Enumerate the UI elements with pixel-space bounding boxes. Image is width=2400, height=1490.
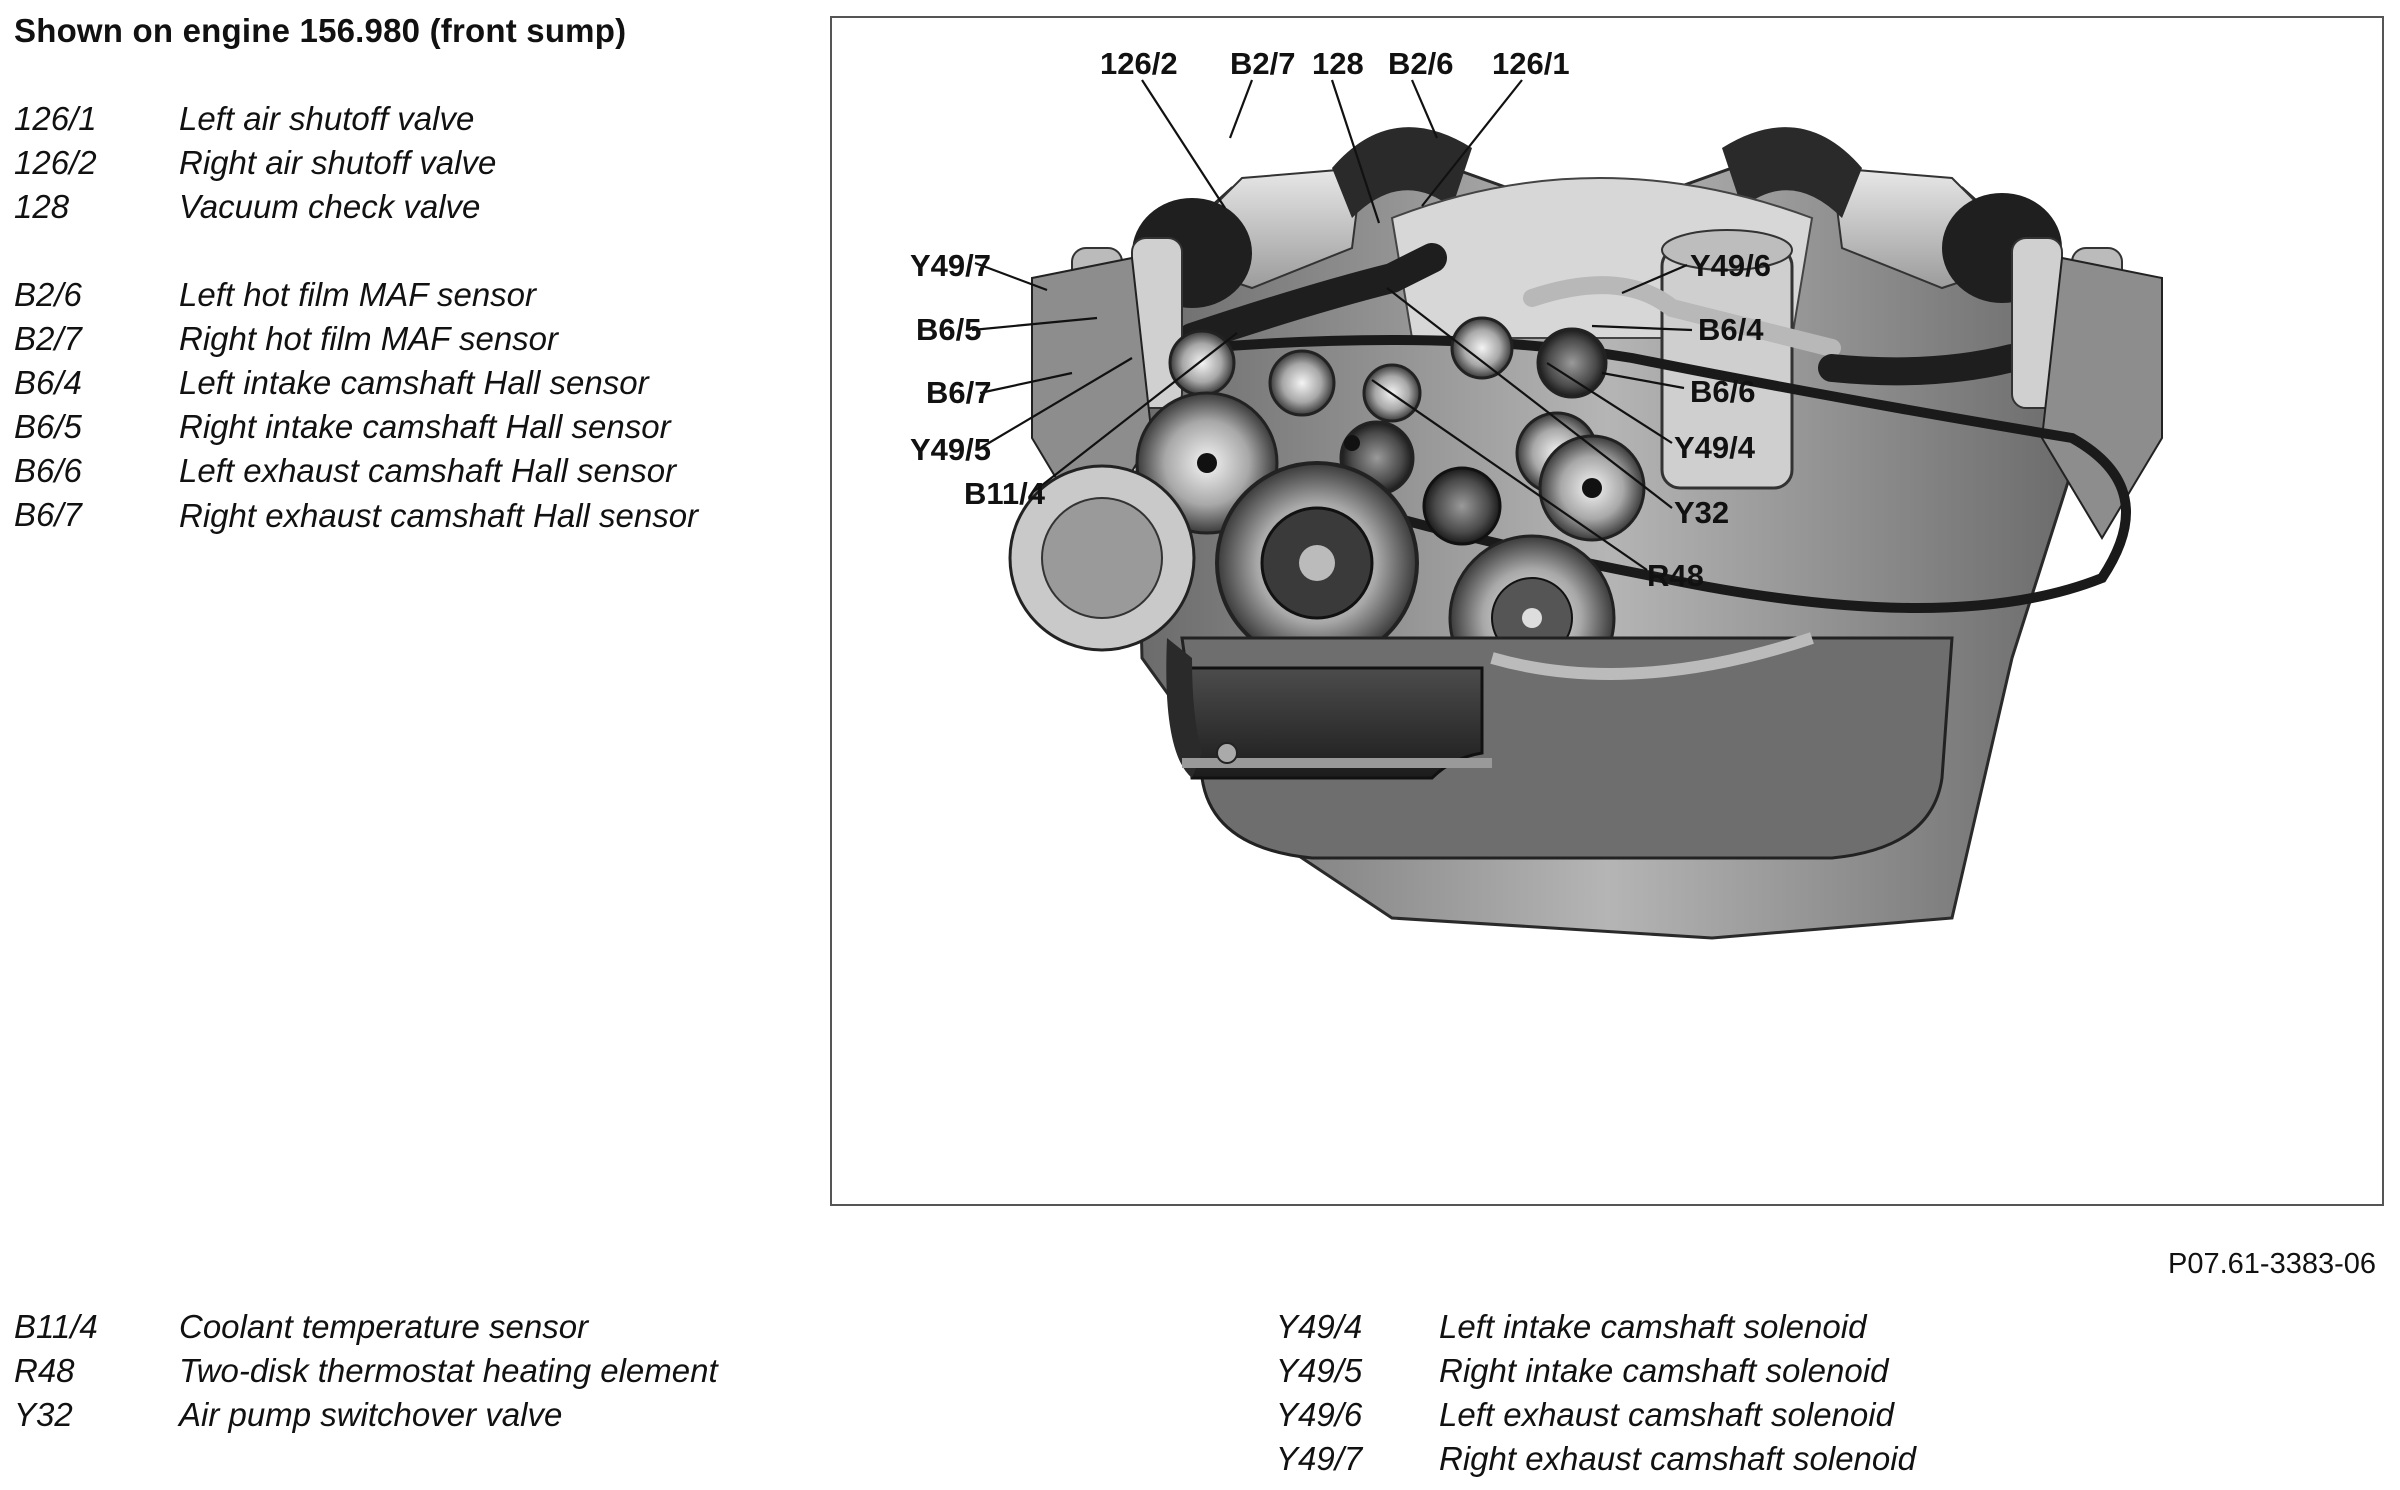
legend-desc: Left intake camshaft Hall sensor — [179, 364, 649, 401]
legend-code: B2/7 — [14, 320, 82, 357]
legend-desc: Right intake camshaft solenoid — [1439, 1352, 1889, 1389]
callout-128: 128 — [1312, 46, 1364, 81]
leader-Y32 — [1386, 287, 1673, 509]
legend-code: B6/7 — [14, 496, 82, 533]
callout-B2-7: B2/7 — [1230, 46, 1295, 81]
page-title: Shown on engine 156.980 (front sump) — [14, 12, 627, 49]
legend-code: R48 — [14, 1352, 75, 1389]
legend-code: B11/4 — [14, 1308, 98, 1345]
legend-desc: Right air shutoff valve — [179, 144, 497, 181]
legend-code: 126/1 — [14, 100, 97, 137]
legend-desc: Left exhaust camshaft solenoid — [1439, 1396, 1894, 1433]
legend-code: B6/5 — [14, 408, 82, 445]
leader-126-2 — [1141, 79, 1226, 209]
engine-illustration: 126/2 B2/7 128 B2/6 126/1 Y49/7 B6/5 B6/… — [910, 46, 2163, 940]
callout-B6-5: B6/5 — [916, 312, 981, 347]
legend-code: 126/2 — [14, 144, 97, 181]
legend-code: 128 — [14, 188, 70, 225]
callout-Y49-6: Y49/6 — [1690, 248, 1771, 283]
leader-B6-6 — [1601, 371, 1685, 390]
callout-Y49-7: Y49/7 — [910, 248, 991, 283]
leader-B2-7 — [1228, 79, 1254, 139]
legend-desc: Right exhaust camshaft solenoid — [1439, 1440, 1916, 1477]
legend-desc: Right hot film MAF sensor — [179, 320, 559, 357]
leader-B6-5 — [971, 316, 1098, 332]
legend-desc: Left air shutoff valve — [179, 100, 475, 137]
callout-B6-7: B6/7 — [926, 375, 991, 410]
legend-desc: Left hot film MAF sensor — [179, 276, 537, 313]
callout-Y49-4: Y49/4 — [1674, 430, 1756, 465]
leader-B11-4 — [1031, 332, 1238, 494]
leader-B6-7 — [979, 371, 1073, 395]
leader-lines — [971, 79, 1693, 571]
legend-desc: Right intake camshaft Hall sensor — [179, 408, 671, 445]
callout-labels: 126/2 B2/7 128 B2/6 126/1 Y49/7 B6/5 B6/… — [910, 46, 1771, 593]
callout-R48: R48 — [1647, 558, 1704, 593]
leader-B6-4 — [1591, 324, 1693, 332]
leader-Y49-5 — [976, 357, 1133, 451]
callout-B11-4: B11/4 — [964, 476, 1046, 511]
leader-Y49-6 — [1621, 263, 1688, 295]
legend-code: Y49/7 — [1276, 1440, 1363, 1477]
legend-code: B6/4 — [14, 364, 82, 401]
callout-B6-6: B6/6 — [1690, 374, 1755, 409]
legend-desc: Vacuum check valve — [179, 188, 481, 225]
callout-Y32: Y32 — [1674, 495, 1729, 530]
leader-126-1 — [1421, 79, 1523, 207]
legend-desc: Air pump switchover valve — [179, 1396, 563, 1433]
leader-B2-6 — [1410, 79, 1439, 139]
legend-desc: Left exhaust camshaft Hall sensor — [179, 452, 677, 489]
leader-Y49-4 — [1546, 362, 1673, 444]
legend-desc: Right exhaust camshaft Hall sensor — [179, 497, 699, 534]
leader-Y49-7 — [974, 261, 1048, 292]
callout-126-1: 126/1 — [1492, 46, 1570, 81]
leader-R48 — [1371, 379, 1648, 571]
legend-code: B6/6 — [14, 452, 82, 489]
figure-reference: P07.61-3383-06 — [2168, 1248, 2376, 1280]
callout-126-2: 126/2 — [1100, 46, 1178, 81]
legend-code: Y32 — [14, 1396, 73, 1433]
legend-code: Y49/6 — [1276, 1396, 1363, 1433]
legend-desc: Two-disk thermostat heating element — [179, 1352, 718, 1389]
engine-body — [1008, 127, 2163, 940]
legend-desc: Left intake camshaft solenoid — [1439, 1308, 1867, 1345]
callout-B6-4: B6/4 — [1698, 312, 1764, 347]
legend-code: Y49/5 — [1276, 1352, 1363, 1389]
leader-128 — [1330, 79, 1381, 224]
engine-diagram: 126/2 B2/7 128 B2/6 126/1 Y49/7 B6/5 B6/… — [830, 16, 2384, 1206]
legend-code: Y49/4 — [1276, 1308, 1363, 1345]
legend-desc: Coolant temperature sensor — [179, 1308, 589, 1345]
legend-code: B2/6 — [14, 276, 82, 313]
callout-B2-6: B2/6 — [1388, 46, 1453, 81]
callout-Y49-5: Y49/5 — [910, 432, 991, 467]
